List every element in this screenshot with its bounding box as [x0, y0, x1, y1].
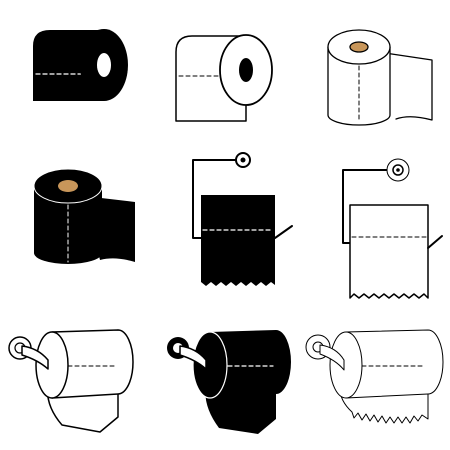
toilet-paper-wall-roll-solid-icon: [167, 330, 291, 434]
toilet-paper-holder-solid-icon: [192, 152, 293, 286]
toilet-paper-wall-roll-torn-outline-icon: [305, 329, 444, 424]
toilet-paper-wall-roll-outline-icon: [8, 329, 134, 433]
toilet-paper-roll-outline-icon: [175, 34, 273, 122]
toilet-paper-holder-outline-icon: [342, 158, 443, 299]
toilet-paper-roll-core-outline-icon: [327, 29, 433, 126]
toilet-paper-roll-solid-icon: [33, 29, 128, 101]
toilet-paper-roll-core-solid-icon: [33, 168, 135, 264]
